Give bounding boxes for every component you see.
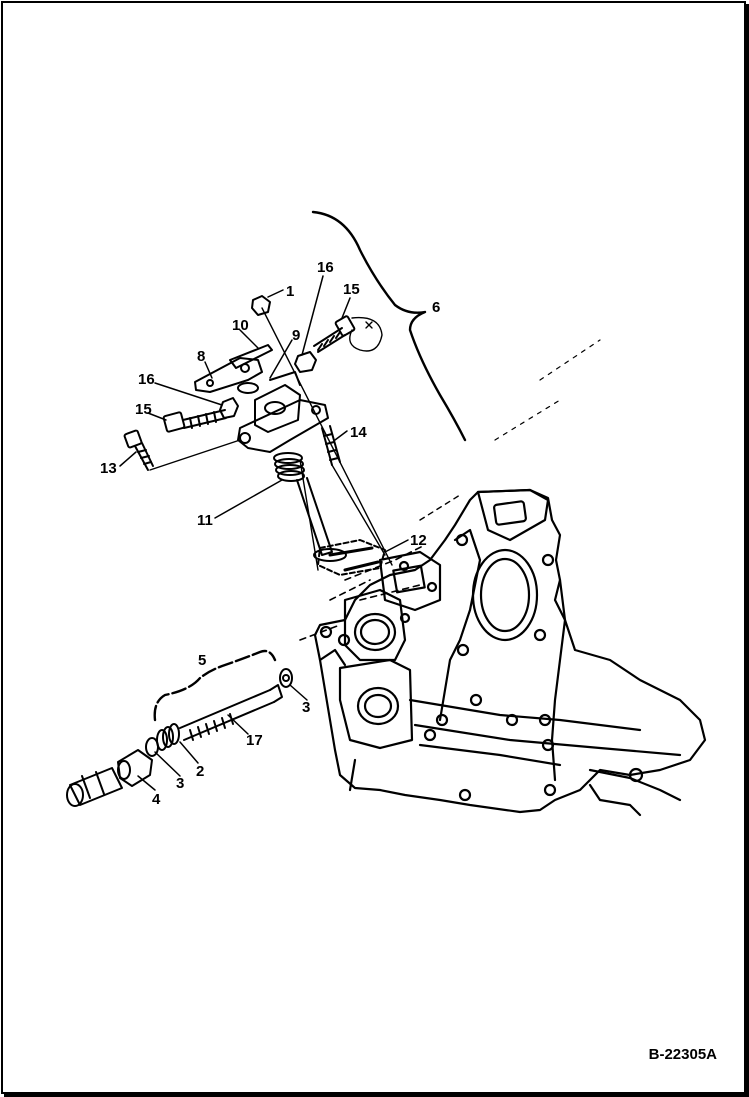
callout-3-right: 3	[302, 699, 310, 716]
callout-5: 5	[198, 652, 206, 669]
part-nut-16-upper	[294, 351, 317, 373]
part-bolt-15-upper	[313, 315, 356, 353]
callout-1: 1	[286, 283, 294, 300]
callout-15-lower: 15	[135, 401, 152, 418]
part-sleeve-4	[69, 767, 123, 806]
bracket-5	[153, 649, 277, 722]
part-bolt-15-lower	[162, 409, 227, 433]
governor-assembly	[123, 295, 393, 576]
part-rod-17	[179, 684, 283, 741]
part-plate-8	[194, 357, 263, 393]
callout-15-upper: 15	[343, 281, 360, 298]
callout-4: 4	[152, 791, 161, 808]
callout-14: 14	[350, 424, 367, 441]
part-gasket-12	[317, 539, 386, 576]
part-stud-14	[321, 425, 341, 466]
plunger-assembly	[66, 668, 293, 807]
callout-9: 9	[292, 327, 300, 344]
part-bolt-13	[123, 429, 154, 471]
callout-2: 2	[196, 763, 204, 780]
callout-6: 6	[432, 299, 440, 316]
part-spring-11	[273, 452, 305, 482]
callout-8: 8	[197, 348, 205, 365]
callout-10: 10	[232, 317, 249, 334]
part-washer-9	[237, 382, 259, 394]
leader-lines	[119, 275, 409, 791]
governor-shaft	[296, 477, 333, 556]
callout-16-upper: 16	[317, 259, 334, 276]
callout-16-lower: 16	[138, 371, 155, 388]
callout-17: 17	[246, 732, 263, 749]
part-lever-10	[229, 344, 273, 369]
callout-11: 11	[197, 512, 213, 529]
part-nut-16-lower	[219, 397, 239, 419]
engine-block	[299, 339, 707, 817]
assembly-brackets	[153, 210, 467, 722]
callout-3-left: 3	[176, 775, 184, 792]
part-nut-1	[251, 295, 271, 316]
part-washer-3-right	[279, 668, 293, 688]
bracket-6	[311, 210, 467, 442]
figure-code: B-22305A	[648, 1046, 717, 1063]
callout-12: 12	[410, 532, 427, 549]
callout-labels: 1 16 15 10 9 8 16 15 6 14 13 11 12 5 3 1…	[100, 259, 440, 808]
part-hexnut-4	[117, 749, 153, 787]
part-spring-2	[156, 723, 180, 751]
callout-13: 13	[100, 460, 117, 477]
